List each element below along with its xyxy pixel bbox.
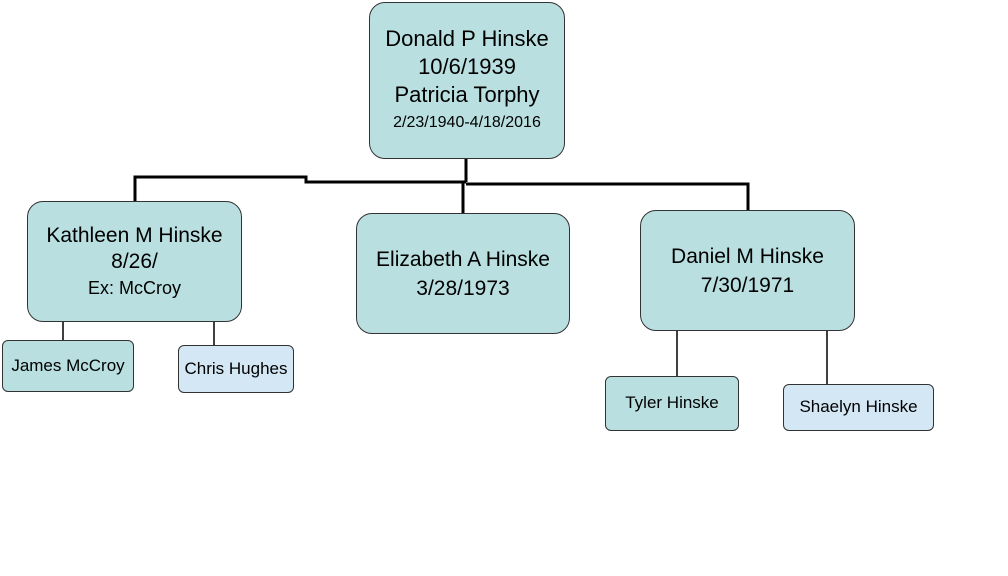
- daniel-name: Daniel M Hinske: [671, 244, 824, 268]
- root-person-box: Donald P Hinske 10/6/1939 Patricia Torph…: [369, 2, 565, 159]
- child-box-elizabeth: Elizabeth A Hinske 3/28/1973: [356, 213, 570, 334]
- grandchild-box-james: James McCroy: [2, 340, 134, 392]
- kathleen-dates: 8/26/: [111, 249, 158, 273]
- kathleen-name: Kathleen M Hinske: [46, 223, 223, 247]
- tyler-name: Tyler Hinske: [625, 393, 719, 413]
- child-box-kathleen: Kathleen M Hinske 8/26/ Ex: McCroy: [27, 201, 242, 322]
- grandchild-box-tyler: Tyler Hinske: [605, 376, 739, 431]
- daniel-dates: 7/30/1971: [700, 273, 795, 297]
- chris-name: Chris Hughes: [184, 358, 288, 378]
- elizabeth-dates: 3/28/1973: [416, 276, 510, 300]
- root-name: Donald P Hinske: [385, 25, 549, 51]
- grandchild-box-shaelyn: Shaelyn Hinske: [783, 384, 934, 431]
- elizabeth-name: Elizabeth A Hinske: [376, 247, 550, 271]
- kathleen-note: Ex: McCroy: [87, 277, 181, 298]
- james-name: James McCroy: [11, 355, 125, 375]
- shaelyn-name: Shaelyn Hinske: [799, 397, 918, 417]
- spouse-name: Patricia Torphy: [394, 81, 540, 107]
- child-box-daniel: Daniel M Hinske 7/30/1971: [640, 210, 855, 331]
- grandchild-box-chris: Chris Hughes: [178, 345, 294, 393]
- connector-kathleen: [133, 175, 466, 201]
- spouse-dates: 2/23/1940-4/18/2016: [393, 113, 541, 131]
- root-dates: 10/6/1939: [418, 53, 516, 79]
- connector-daniel: [466, 182, 750, 210]
